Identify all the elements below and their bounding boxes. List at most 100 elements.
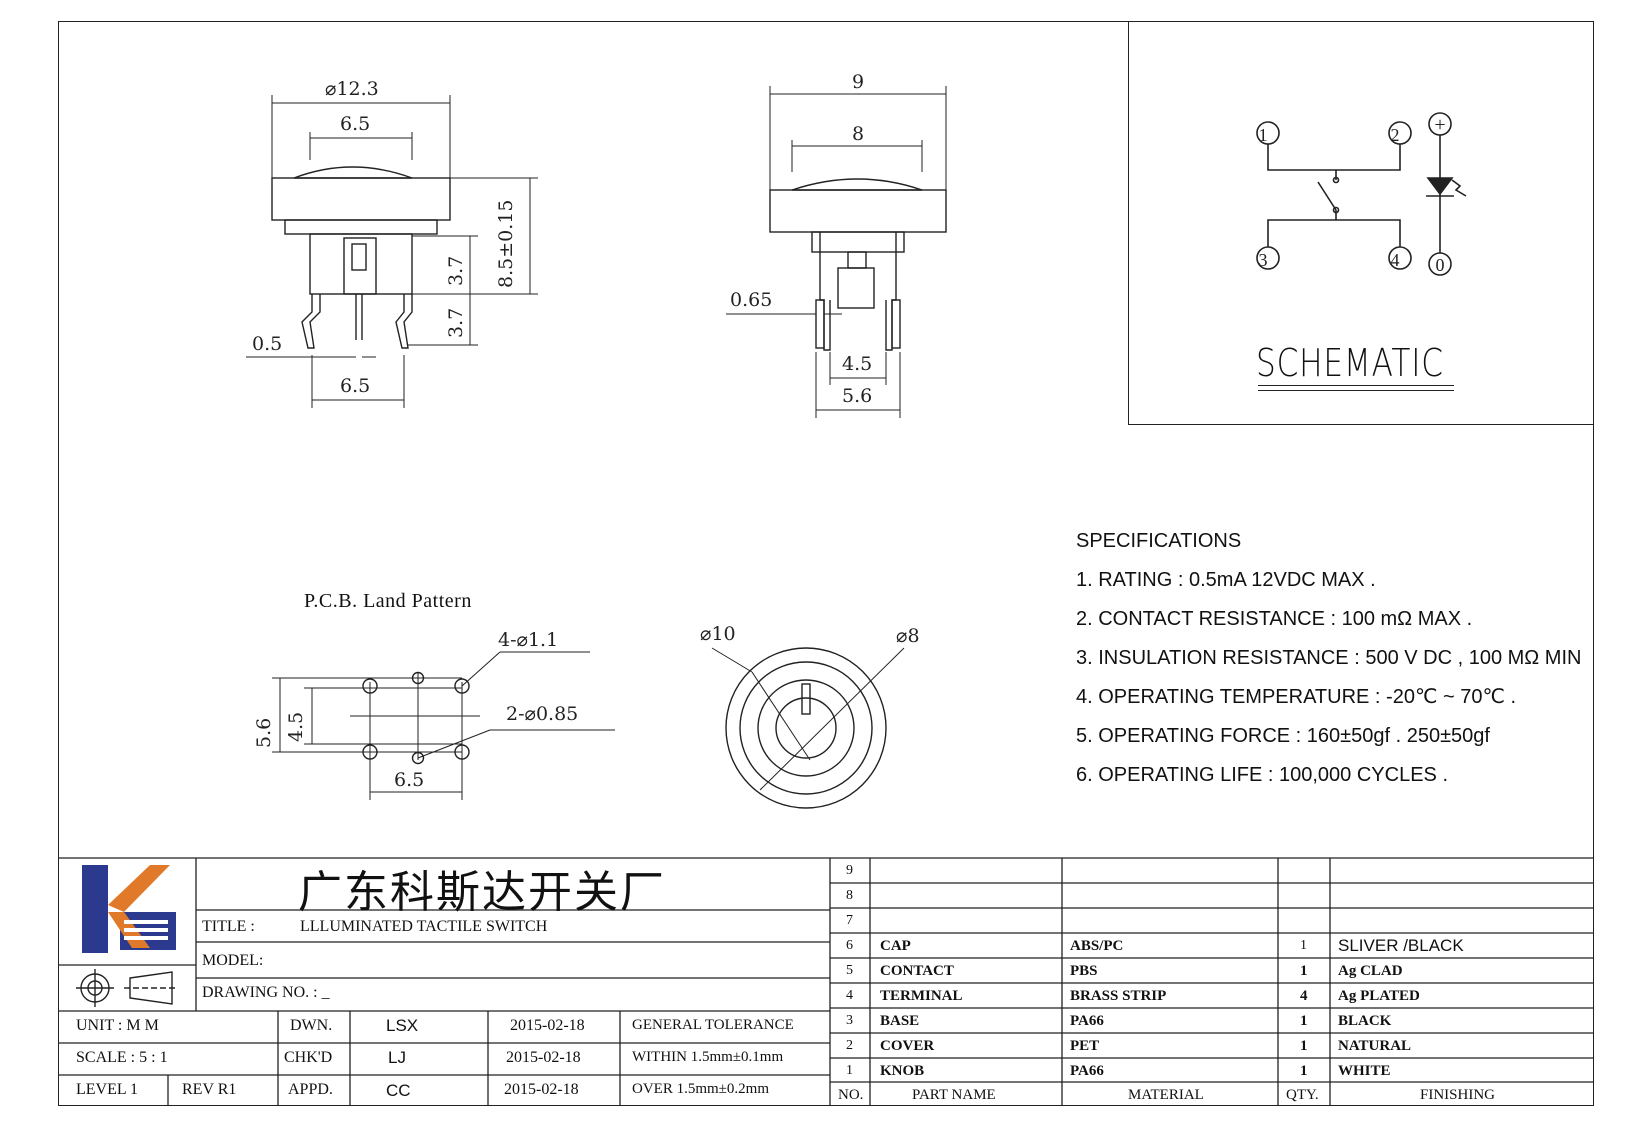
drawing-frame [58,21,1594,1106]
bom-row-no: 3 [846,1013,853,1028]
bom-row-finishing: SLIVER /BLACK [1338,936,1464,955]
dim-pin-out: 5.6 [842,385,872,407]
bom-row-material: PET [1070,1038,1100,1054]
tolerance-within: WITHIN 1.5mm±0.1mm [632,1049,784,1065]
dwn-label: DWN. [290,1017,333,1034]
spec-heading: SPECIFICATIONS [1076,530,1242,552]
bom-row-no: 4 [846,988,853,1003]
bom-row-qty: 1 [1300,1063,1308,1079]
dim-h-lower: 3.7 [445,308,467,338]
schematic-underline-2 [1258,390,1454,391]
bom-header-material: MATERIAL [1128,1087,1204,1103]
level: LEVEL 1 [76,1081,139,1098]
pcb-land-pattern [272,651,615,800]
schematic-box [1128,21,1594,425]
bom-row-qty: 1 [1300,1013,1308,1029]
bom-header-finishing: FINISHING [1420,1087,1495,1103]
company-name: 广东科斯达开关厂 [298,867,666,918]
model-label: MODEL: [202,952,264,969]
specifications: SPECIFICATIONS 1. RATING : 0.5mA 12VDC M… [1076,522,1581,795]
side-view [726,86,947,418]
dim-h-upper: 3.7 [445,256,467,286]
spec-item: 3. INSULATION RESISTANCE : 500 V DC , 10… [1076,647,1582,669]
spec-item: 6. OPERATING LIFE : 100,000 CYCLES . [1076,764,1449,786]
bom-row-qty: 4 [1300,988,1308,1004]
bom-row-finishing: NATURAL [1338,1038,1412,1054]
dim-pcb-h-outer: 5.6 [253,718,275,748]
appd-name: CC [386,1081,411,1100]
dim-round-outer: ⌀10 [700,623,736,645]
dim-w-outer: 9 [852,71,864,93]
bom-row-no: 5 [846,963,853,978]
dim-pcb-w: 6.5 [394,769,424,791]
bom-row-no: 2 [846,1038,853,1053]
bom-row-qty: 1 [1300,963,1308,979]
bom-row-part: KNOB [880,1063,925,1079]
appd-label: APPD. [288,1081,333,1098]
title-label: TITLE : [202,918,255,935]
switch-schematic [1256,112,1467,276]
bom-row-no: 9 [846,863,853,878]
bom-row-no: 1 [846,1063,853,1078]
drawing-no-label: DRAWING NO. : _ [202,984,330,1001]
dim-pin-in: 4.5 [842,353,872,375]
schematic-underline [1258,385,1454,386]
bom-row-no: 6 [846,938,853,953]
bom-row-no: 7 [846,913,853,928]
projection-symbol-icon [76,969,178,1007]
chk-label: CHK'D [284,1049,333,1066]
dim-round-inner: ⌀8 [896,625,920,647]
pcb-title: P.C.B. Land Pattern [304,590,472,612]
bom-row-material: PA66 [1070,1013,1104,1029]
bom-row-qty: 1 [1300,938,1307,953]
title-block-lines [58,857,1594,1106]
bom-row-part: COVER [880,1038,935,1054]
bom-row-finishing: Ag CLAD [1338,963,1403,979]
pin-label-2: 2 [1391,125,1400,145]
spec-item: 1. RATING : 0.5mA 12VDC MAX . [1076,569,1376,591]
bom-row-part: CONTACT [880,963,954,979]
schematic-title: SCHEMATIC [1256,341,1444,385]
bom-row-qty: 1 [1300,1038,1308,1054]
bom-row-part: BASE [880,1013,920,1029]
bom-row-finishing: WHITE [1338,1063,1391,1079]
dim-d-outer: ⌀12.3 [325,78,379,100]
bom-header-no: NO. [838,1087,864,1103]
chk-name: LJ [388,1048,406,1067]
tolerance-over: OVER 1.5mm±0.2mm [632,1081,769,1097]
company-logo [82,865,176,953]
chk-date: 2015-02-18 [506,1049,581,1066]
unit: UNIT : M M [76,1017,159,1034]
bom-row-material: BRASS STRIP [1070,988,1167,1004]
bom-row-finishing: BLACK [1338,1013,1392,1029]
bom-header-qty: QTY. [1286,1087,1319,1103]
dim-pin-w: 0.5 [252,333,282,355]
dwn-date: 2015-02-18 [510,1017,585,1034]
bom-header-part: PART NAME [912,1087,996,1103]
dim-pcb-h-inner: 4.5 [285,712,307,742]
bom-row-part: TERMINAL [880,988,963,1004]
spec-item: 4. OPERATING TEMPERATURE : -20℃ ~ 70℃ . [1076,686,1517,708]
front-view [246,95,538,408]
title-value: LLLUMINATED TACTILE SWITCH [300,918,548,935]
rev: REV R1 [182,1081,237,1098]
bom-row-no: 8 [846,888,853,903]
pin-label-plus: + [1434,114,1445,136]
bom-row-material: ABS/PC [1070,938,1124,954]
spec-item: 2. CONTACT RESISTANCE : 100 mΩ MAX . [1076,608,1473,630]
dim-holes-small: 2-⌀0.85 [506,703,578,725]
bom-row-material: PA66 [1070,1063,1104,1079]
spec-item: 5. OPERATING FORCE : 160±50gf . 250±50gf [1076,725,1490,747]
dim-d-inner: 6.5 [340,113,370,135]
pin-label-0: 0 [1436,255,1445,275]
tolerance-head: GENERAL TOLERANCE [632,1017,794,1033]
dwn-name: LSX [386,1016,419,1035]
scale: SCALE : 5 : 1 [76,1049,168,1066]
dim-pin-span: 6.5 [340,375,370,397]
dim-w-inner: 8 [852,123,864,145]
bom-row-finishing: Ag PLATED [1338,988,1420,1004]
bom-row-part: CAP [880,938,911,954]
bom-row-material: PBS [1070,963,1098,979]
dim-h-total: 8.5±0.15 [495,200,517,288]
